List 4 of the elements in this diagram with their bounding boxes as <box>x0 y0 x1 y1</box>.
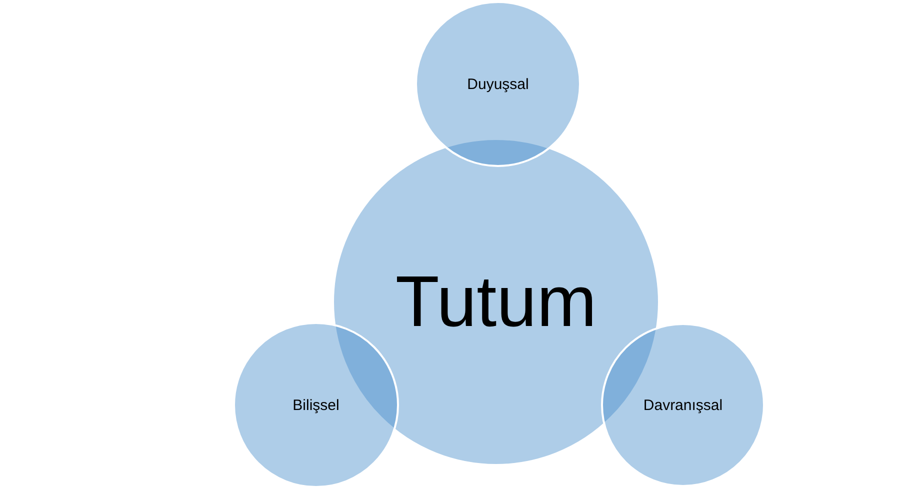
circle-label: Tutum <box>395 261 597 343</box>
circle-label: Davranışsal <box>643 396 723 414</box>
circle-label: Duyuşsal <box>467 76 529 92</box>
circle-label: Bilişsel <box>292 396 340 414</box>
